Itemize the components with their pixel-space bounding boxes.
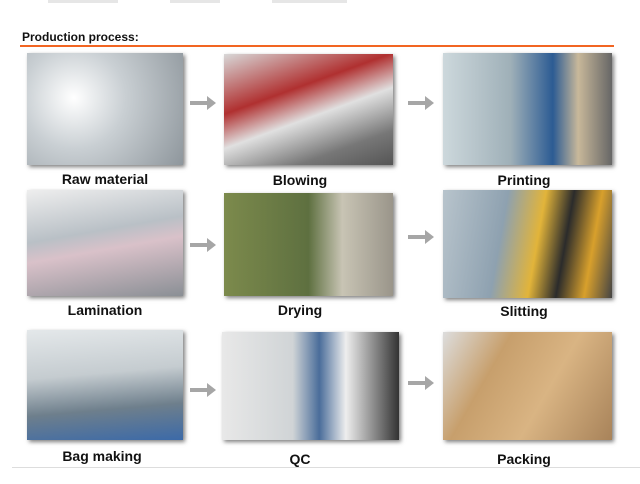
bag-making-photo	[27, 330, 183, 440]
arrow-right-icon	[408, 230, 434, 244]
qc-photo	[222, 332, 399, 440]
slitting-photo	[443, 190, 612, 298]
step-label: Packing	[497, 451, 551, 467]
blowing-photo	[224, 54, 393, 165]
raw-material-photo	[27, 53, 183, 165]
arrow-right-icon	[408, 376, 434, 390]
drying-photo	[224, 193, 393, 296]
bottom-divider	[12, 467, 640, 468]
arrow-right-icon	[190, 96, 216, 110]
step-label: Lamination	[67, 302, 143, 318]
step-label: Printing	[497, 172, 551, 188]
arrow-right-icon	[190, 383, 216, 397]
lamination-photo	[27, 190, 183, 296]
cutoff-text	[48, 0, 118, 3]
step-label: Bag making	[62, 448, 142, 464]
arrow-right-icon	[408, 96, 434, 110]
arrow-right-icon	[190, 238, 216, 252]
step-label: Slitting	[500, 303, 548, 319]
cutoff-text	[170, 0, 220, 3]
title-divider	[20, 45, 614, 47]
step-label: Blowing	[272, 172, 328, 188]
step-label: Drying	[277, 302, 323, 318]
step-label: QC	[289, 451, 311, 467]
step-label: Raw material	[61, 171, 149, 187]
printing-photo	[443, 53, 612, 165]
packing-photo	[443, 332, 612, 440]
section-title: Production process:	[22, 30, 139, 44]
cutoff-text	[272, 0, 347, 3]
